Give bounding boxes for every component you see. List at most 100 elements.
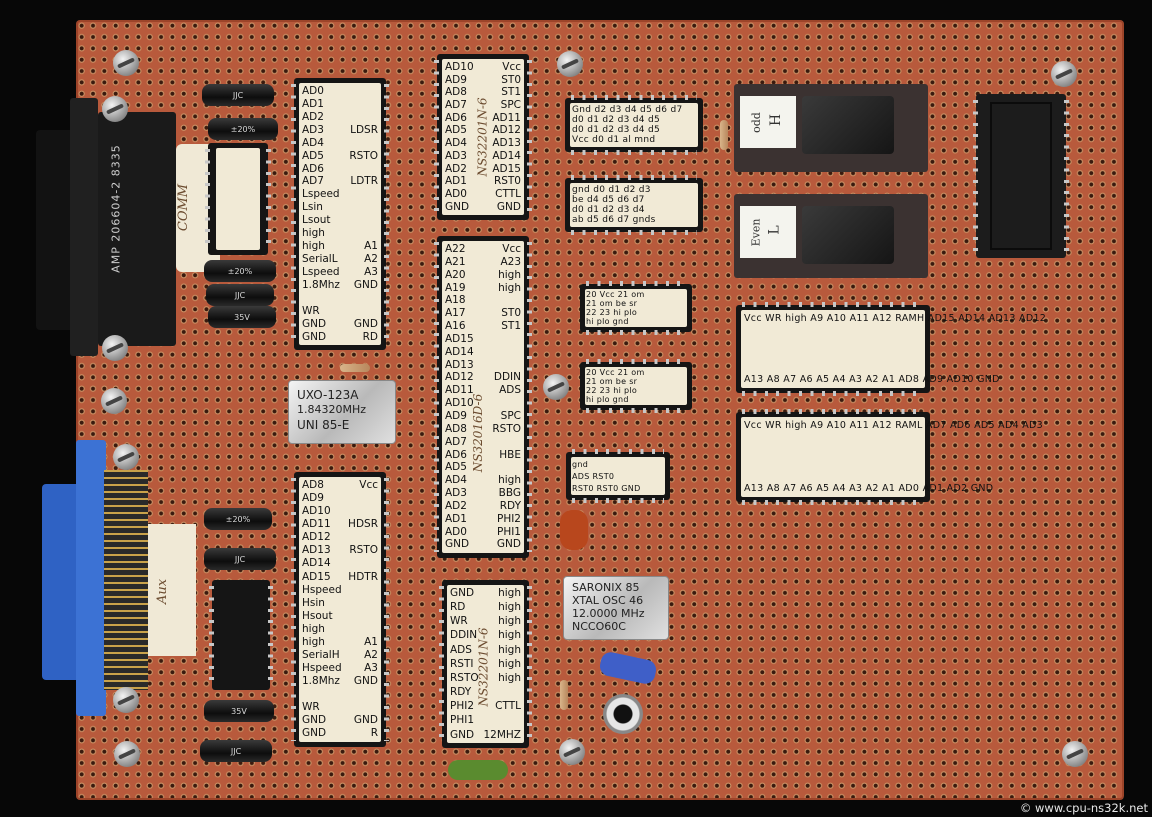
pin-label: AD13 [445,358,474,371]
pin-row-label: 20 Vcc 21 om [586,290,645,299]
pin-label: SPC [500,99,521,112]
resistor [326,364,384,372]
pin-row-label: 22 23 hi plo [586,386,638,395]
pin-row-label: d0 d1 d2 d3 d4 d5 [572,115,661,125]
pin-label: high [302,240,325,253]
eprom-even-tag: Even L [740,206,796,258]
pin-label: LDTR [350,175,378,188]
mounting-screw-2 [102,96,128,122]
pin-label: AD3 [302,123,324,136]
pin-row-label: 21 om be sr [586,377,638,386]
pin-label [348,597,378,609]
pin-row-label: 22 23 hi plo [586,308,638,317]
max232-chip [205,143,271,255]
mounting-screw-6 [113,687,139,713]
pin-label: AD9 [445,409,467,422]
pin-label: GND [353,714,378,727]
pin-label: ST0 [501,307,521,320]
tcu-chip-handwriting: NS32201N-6 [476,627,491,707]
pin-label: GND [302,727,327,740]
pin-label: AD14 [445,345,474,358]
pin-label: AD0 [445,187,467,200]
pin-label: AD0 [302,85,324,97]
pin-label: SerialL [302,252,338,265]
pin-label [492,294,521,306]
pin-row-label: Vcc WR high A9 A10 A11 A12 RAML AD7 AD6 … [744,420,1043,431]
pin-label: AD10 [302,505,331,518]
db25-connector: AMP 206604-2 8335 [36,92,176,362]
mounting-screw-10 [559,739,585,765]
pin-label: high [498,643,521,656]
mounting-screw-3 [102,335,128,361]
pin-label: AD15 [492,162,521,175]
capacitor: JJC [200,740,272,762]
pin-label [492,461,521,473]
pin-label: AD7 [445,99,467,112]
pin-label: GND [450,728,475,741]
pin-label: BBG [498,487,521,500]
pin-label: GND [353,675,378,688]
pin-label: high [498,587,521,599]
pin-label: RD [450,601,466,614]
pin-row-label: d0 d1 d2 d3 d4 d5 [572,125,661,135]
pin-label: A20 [445,268,466,281]
uart-crystal-oscillator: UXO-123A 1.84320MHz UNI 85-E [288,380,396,444]
capacitor: 35V [208,306,276,328]
pin-label: DDIN [450,629,478,642]
pin-label: PHI1 [496,525,521,538]
pin-label: GND [302,714,327,727]
pin-row-label: ADS RST0 [572,471,615,481]
pin-label: AD2 [445,499,467,512]
pin-label [349,305,378,317]
pin-row-label: Vcc WR high A9 A10 A11 A12 RAMH AD15 AD1… [744,313,1047,324]
pin-label: HBE [499,448,521,461]
pin-label: ST1 [501,320,521,333]
mounting-screw-9 [543,374,569,400]
pin-label: A21 [445,255,466,268]
capacitor: JJC [204,548,276,570]
pin-label [348,557,378,569]
pin-label: RDY [499,499,521,512]
pin-label: RSTI [450,657,474,670]
pin-label: AD4 [302,136,324,149]
pin-label: AD9 [445,73,467,86]
pin-label: ST1 [501,86,521,99]
aux-tag: Aux [148,524,196,656]
pin-label: ADS [499,384,521,397]
capacitor: ±20% [208,118,278,140]
pin-label: AD4 [445,137,467,150]
pin-label: AD11 [445,384,474,397]
pin-label [483,714,521,726]
pin-label: GND [445,200,470,213]
pin-label: WR [450,615,468,628]
pin-label [348,492,378,504]
eprom-odd: odd H [734,84,928,172]
pin-label [349,201,378,213]
pin-label: RSTO [349,149,378,162]
pin-label: A22 [445,243,466,255]
pin-label: RSTO [349,544,378,557]
pin-label: 12MHZ [483,728,521,741]
pin-label: high [498,615,521,628]
pin-label: Lspeed [302,265,340,278]
eprom-window [802,206,894,264]
capacitor: ±20% [204,508,272,530]
pin-label: high [302,622,325,635]
pin-label: high [498,657,521,670]
pin-row-label: A13 A8 A7 A6 A5 A4 A3 A2 A1 AD0 AD1 AD2 … [744,483,994,494]
pin-label [349,137,378,149]
empty-socket [973,94,1069,258]
pin-label: AD0 [445,525,467,538]
capacitor: ±20% [204,260,276,282]
eprom-window [802,96,894,154]
mounting-screw-5 [113,444,139,470]
cpu-crystal-oscillator: SARONIX 85 XTAL OSC 46 12.0000 MHz NCCO6… [563,576,669,640]
pin-label: GND [353,278,378,291]
pin-label [492,333,521,345]
